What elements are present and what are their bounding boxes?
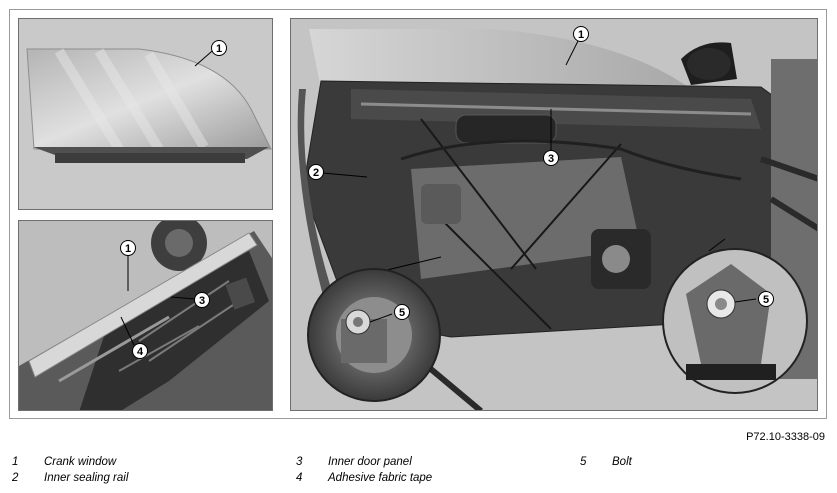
legend-number: 5 [580, 456, 587, 468]
legend-item: 1 Crank window [12, 456, 116, 468]
legend-text: Inner door panel [328, 456, 412, 468]
legend-item: 5 Bolt [580, 456, 632, 468]
photo-door-inner: 1 2 3 5 5 [290, 18, 818, 411]
legend-number: 4 [296, 472, 303, 484]
legend-number: 1 [12, 456, 19, 468]
callout-label: 3 [199, 295, 205, 307]
legend-text: Bolt [612, 456, 632, 468]
photo-crank-window: 1 [18, 18, 273, 210]
legend-item: 4 Adhesive fabric tape [296, 472, 432, 484]
callout-label: 4 [137, 346, 144, 358]
figure-code: P72.10-3338-09 [746, 431, 825, 443]
callout-label: 2 [313, 167, 319, 179]
legend-item: 2 Inner sealing rail [12, 472, 128, 484]
legend-text: Adhesive fabric tape [328, 472, 433, 484]
callout-label: 1 [216, 43, 222, 55]
legend-item: 3 Inner door panel [296, 456, 412, 468]
callout-label: 5 [399, 307, 405, 319]
photo-door-rail: 1 3 4 [18, 220, 273, 411]
callout-label: 5 [763, 294, 769, 306]
callout-label: 1 [125, 243, 131, 255]
callout-label: 3 [548, 153, 554, 165]
door-rail-illustration: 1 3 4 [19, 221, 272, 410]
legend-text: Crank window [44, 456, 117, 468]
legend-text: Inner sealing rail [44, 472, 129, 484]
legend-number: 2 [12, 472, 19, 484]
legend-number: 3 [296, 456, 303, 468]
crank-window-illustration: 1 [19, 19, 272, 209]
door-inner-illustration: 1 2 3 5 5 [291, 19, 817, 410]
callout-label: 1 [578, 29, 584, 41]
